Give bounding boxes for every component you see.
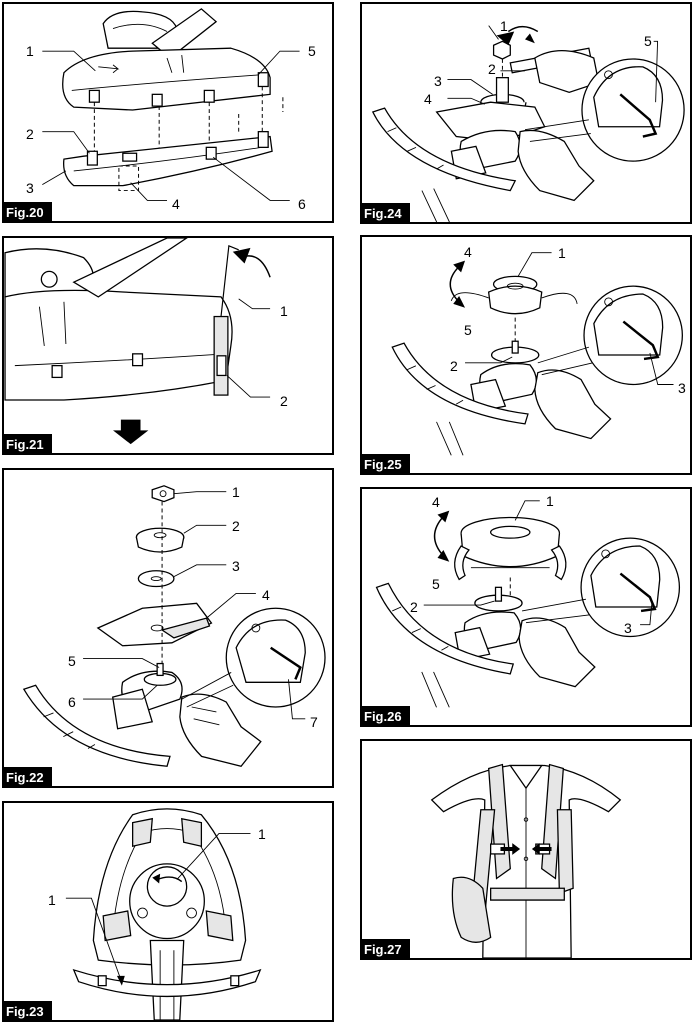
figure-25-label: Fig.25 <box>362 454 410 473</box>
fig26-callout-1: 1 <box>546 493 554 509</box>
fig24-callout-1: 1 <box>500 18 508 34</box>
figure-27-illustration <box>430 763 622 958</box>
fig22-callout-2: 2 <box>232 518 240 534</box>
figure-24-panel: 1 2 3 4 5 Fig.24 <box>360 2 692 224</box>
fig21-callout-2: 2 <box>280 393 288 409</box>
fig25-callout-4: 4 <box>464 244 472 260</box>
fig26-callout-3: 3 <box>624 620 632 636</box>
figure-25-illustration <box>391 252 683 456</box>
fig20-callout-3: 3 <box>26 180 34 196</box>
fig23-callout-1b: 1 <box>48 892 56 908</box>
fig20-callout-5: 5 <box>308 43 316 59</box>
figure-27-label: Fig.27 <box>362 939 410 958</box>
fig26-callout-2: 2 <box>410 599 418 615</box>
figure-20-panel: 1 2 3 4 5 6 Fig.20 <box>2 2 334 223</box>
fig25-callout-2: 2 <box>450 358 458 374</box>
fig22-callout-6: 6 <box>68 694 76 710</box>
fig20-callout-4: 4 <box>172 196 180 212</box>
figure-20-illustration <box>42 8 300 201</box>
fig26-callout-4: 4 <box>432 494 440 510</box>
figure-25-panel: 1 2 3 4 5 Fig.25 <box>360 235 692 475</box>
fig25-callout-5: 5 <box>464 322 472 338</box>
fig20-callout-2: 2 <box>26 126 34 142</box>
fig22-callout-1: 1 <box>232 484 240 500</box>
fig20-callout-1: 1 <box>26 43 34 59</box>
fig24-callout-5: 5 <box>644 33 652 49</box>
figure-26-illustration <box>375 500 681 708</box>
figure-21-illustration <box>4 238 271 445</box>
figure-21-label: Fig.21 <box>4 434 52 453</box>
fig24-callout-3: 3 <box>434 73 442 89</box>
fig20-callout-6: 6 <box>298 196 306 212</box>
figure-22-label: Fig.22 <box>4 767 52 786</box>
figure-23-illustration <box>65 808 262 1020</box>
fig24-callout-4: 4 <box>424 91 432 107</box>
fig24-callout-2: 2 <box>488 61 496 77</box>
fig21-callout-1: 1 <box>280 303 288 319</box>
figure-23-label: Fig.23 <box>4 1001 52 1020</box>
figure-21-panel: 1 2 Fig.21 <box>2 236 334 455</box>
figure-20-label: Fig.20 <box>4 202 52 221</box>
fig25-callout-1: 1 <box>558 245 566 261</box>
figure-24-label: Fig.24 <box>362 203 410 222</box>
figure-26-label: Fig.26 <box>362 706 410 725</box>
fig23-callout-1a: 1 <box>258 826 266 842</box>
fig22-callout-5: 5 <box>68 653 76 669</box>
figure-23-panel: 1 1 Fig.23 <box>2 801 334 1022</box>
fig22-callout-7: 7 <box>310 714 318 730</box>
figure-22-panel: 1 2 3 4 5 6 7 Fig.22 <box>2 468 334 788</box>
figure-22-illustration <box>22 485 326 767</box>
fig22-callout-4: 4 <box>262 587 270 603</box>
figure-27-panel: Fig.27 <box>360 739 692 960</box>
fig22-callout-3: 3 <box>232 558 240 574</box>
fig26-callout-5: 5 <box>432 576 440 592</box>
figure-24-illustration <box>371 25 685 222</box>
fig25-callout-3: 3 <box>678 380 686 396</box>
figure-26-panel: 1 2 3 4 5 Fig.26 <box>360 487 692 727</box>
